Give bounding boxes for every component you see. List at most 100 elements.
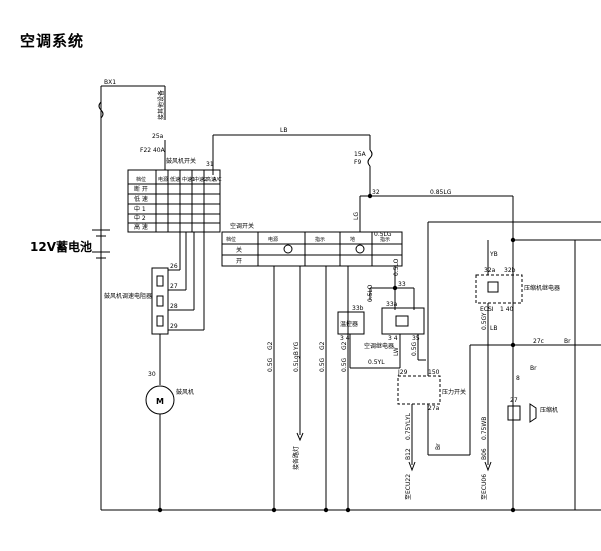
resistor-block <box>151 267 169 335</box>
wire-yg: YG <box>293 341 300 351</box>
wire-075wb: 0.75WB <box>481 417 488 440</box>
connector-140: 1 40 <box>500 306 514 313</box>
wire-05sg: 0.5G <box>411 341 418 356</box>
fan-switch-table <box>127 169 221 233</box>
connector-33: 33 <box>398 281 406 288</box>
connector-8: 8 <box>516 375 520 382</box>
connector-32: 32 <box>372 189 380 196</box>
fan-table-r3: 中 2 <box>134 214 146 222</box>
fuse-f9-rating: 15A <box>354 151 367 158</box>
fan-table-r4: 高 速 <box>134 223 148 231</box>
fan-table-h2: 低速 <box>170 176 180 183</box>
ac-switch-table <box>221 231 403 267</box>
wire-05gy: 0.5GY <box>481 312 488 330</box>
comp-relay-label: 压缩机继电器 <box>524 284 560 292</box>
connector-34: 3 4 <box>340 335 350 342</box>
wire-085lg: 0.85LG <box>430 189 452 196</box>
connector-30: 30 <box>148 371 156 378</box>
connector-ecsi: ECSI <box>480 306 494 313</box>
ac-table-h0: 档位 <box>226 236 236 243</box>
wire-lg: LG <box>353 212 360 220</box>
wire-05lo2: 0.5LO <box>393 258 400 276</box>
connector-27: 27 <box>170 283 178 290</box>
ac-indicator-lamp <box>283 244 293 254</box>
wire-yb: YB <box>489 251 498 258</box>
to-lamps-label: 接各路灯 <box>292 446 300 470</box>
fan-table-h0: 档位 <box>136 176 146 183</box>
wire-lb-mid: LB <box>490 325 497 332</box>
connector-32a: 32a <box>484 267 496 274</box>
fan-table-h3: 中速1 <box>182 176 195 183</box>
wire-br2: Br <box>564 338 571 345</box>
fan-table-h1: 电源 <box>158 176 168 183</box>
battery-label: 12V蓄电池 <box>30 240 92 254</box>
to-ecu06: 至ECU06 <box>481 474 488 500</box>
fuse-bx1-label: BX1 <box>104 79 116 86</box>
thermostat-box <box>337 311 365 335</box>
wire-075yl: 0.75YL <box>405 419 412 440</box>
compressor-clutch <box>507 405 521 421</box>
connector-27b: 27 <box>510 397 518 404</box>
ac-table-h3: 地 <box>350 236 355 243</box>
fuse-f9 <box>367 149 373 167</box>
comp-relay-box <box>475 274 523 304</box>
wire-yl: YL <box>405 412 412 421</box>
ac-relay-box <box>381 307 425 335</box>
wire-05g3: 0.5G <box>341 357 348 372</box>
wire-05lg: 0.5LG <box>374 231 392 238</box>
wire-br: Br <box>530 365 537 372</box>
connector-150: 150 <box>428 369 440 376</box>
wire-g2c: G2 <box>341 341 348 350</box>
wire-05lo: 0.5LO <box>367 284 374 302</box>
wire-05g2: 0.5G <box>319 357 326 372</box>
fuse-bx1 <box>98 101 104 119</box>
fuse-f9-label: F9 <box>354 159 361 166</box>
wire-lb-top: LB <box>280 127 287 134</box>
connector-32b: 32b <box>504 267 516 274</box>
ac-switch-label: 空调开关 <box>230 222 254 230</box>
wire-b12: B12 <box>405 448 412 460</box>
wire-lw: LW <box>393 347 400 356</box>
page-title: 空调系统 <box>20 32 85 50</box>
connector-34b: 3 4 <box>388 335 398 342</box>
fan-table-r2: 中 1 <box>134 205 146 213</box>
connector-31: 31 <box>206 161 214 168</box>
to-ecu22: 至ECU22 <box>405 474 412 500</box>
ac-table-h2: 指示 <box>315 236 325 243</box>
ac-table-h5: 指示 <box>380 236 390 243</box>
ac-table-r1: 开 <box>236 258 242 265</box>
wire-g2b: G2 <box>319 341 326 350</box>
connector-33b: 33b <box>352 305 364 312</box>
fan-table-r1: 低 速 <box>134 195 148 203</box>
connector-j29: J29 <box>397 369 408 376</box>
to-other-label: 接其他设备 <box>157 90 165 120</box>
connector-26: 26 <box>170 263 178 270</box>
motor-m-label: M <box>156 397 164 406</box>
connector-33a: 33a <box>386 301 398 308</box>
fan-switch-label: 鼓风机开关 <box>166 157 196 165</box>
pressure-switch-label: 压力开关 <box>442 388 466 396</box>
connector-27a: 27a <box>428 405 440 412</box>
wire-g2: G2 <box>267 341 274 350</box>
fan-table-h4: 中速2 <box>194 176 207 183</box>
fan-table-h5: 高速 <box>206 176 216 183</box>
wire-05g: 0.5G <box>267 357 274 372</box>
fan-table-r0: 断 开 <box>134 185 148 193</box>
ac-relay-label: 空调继电器 <box>364 342 394 350</box>
fan-table-h6: A/C <box>213 177 222 183</box>
connector-27c: 27c <box>533 338 544 345</box>
connector-25a: 25a <box>152 133 164 140</box>
wire-05gb: 0.5LgB <box>293 351 300 372</box>
wire-b06: B06 <box>481 448 488 460</box>
ac-table-r0: 关 <box>236 246 242 254</box>
thermostat-label: 温控器 <box>340 320 358 328</box>
resistor-label: 鼓风机调速电阻器 <box>104 292 152 300</box>
fuse-f22-label: F22 40A <box>140 147 166 154</box>
pressure-switch-box <box>397 375 441 405</box>
compressor-label: 压缩机 <box>540 406 558 414</box>
wire-05yl: 0.5YL <box>368 359 385 366</box>
connector-28: 28 <box>170 303 178 310</box>
connector-29: 29 <box>170 323 178 330</box>
ac-table-h1: 电源 <box>268 236 278 243</box>
